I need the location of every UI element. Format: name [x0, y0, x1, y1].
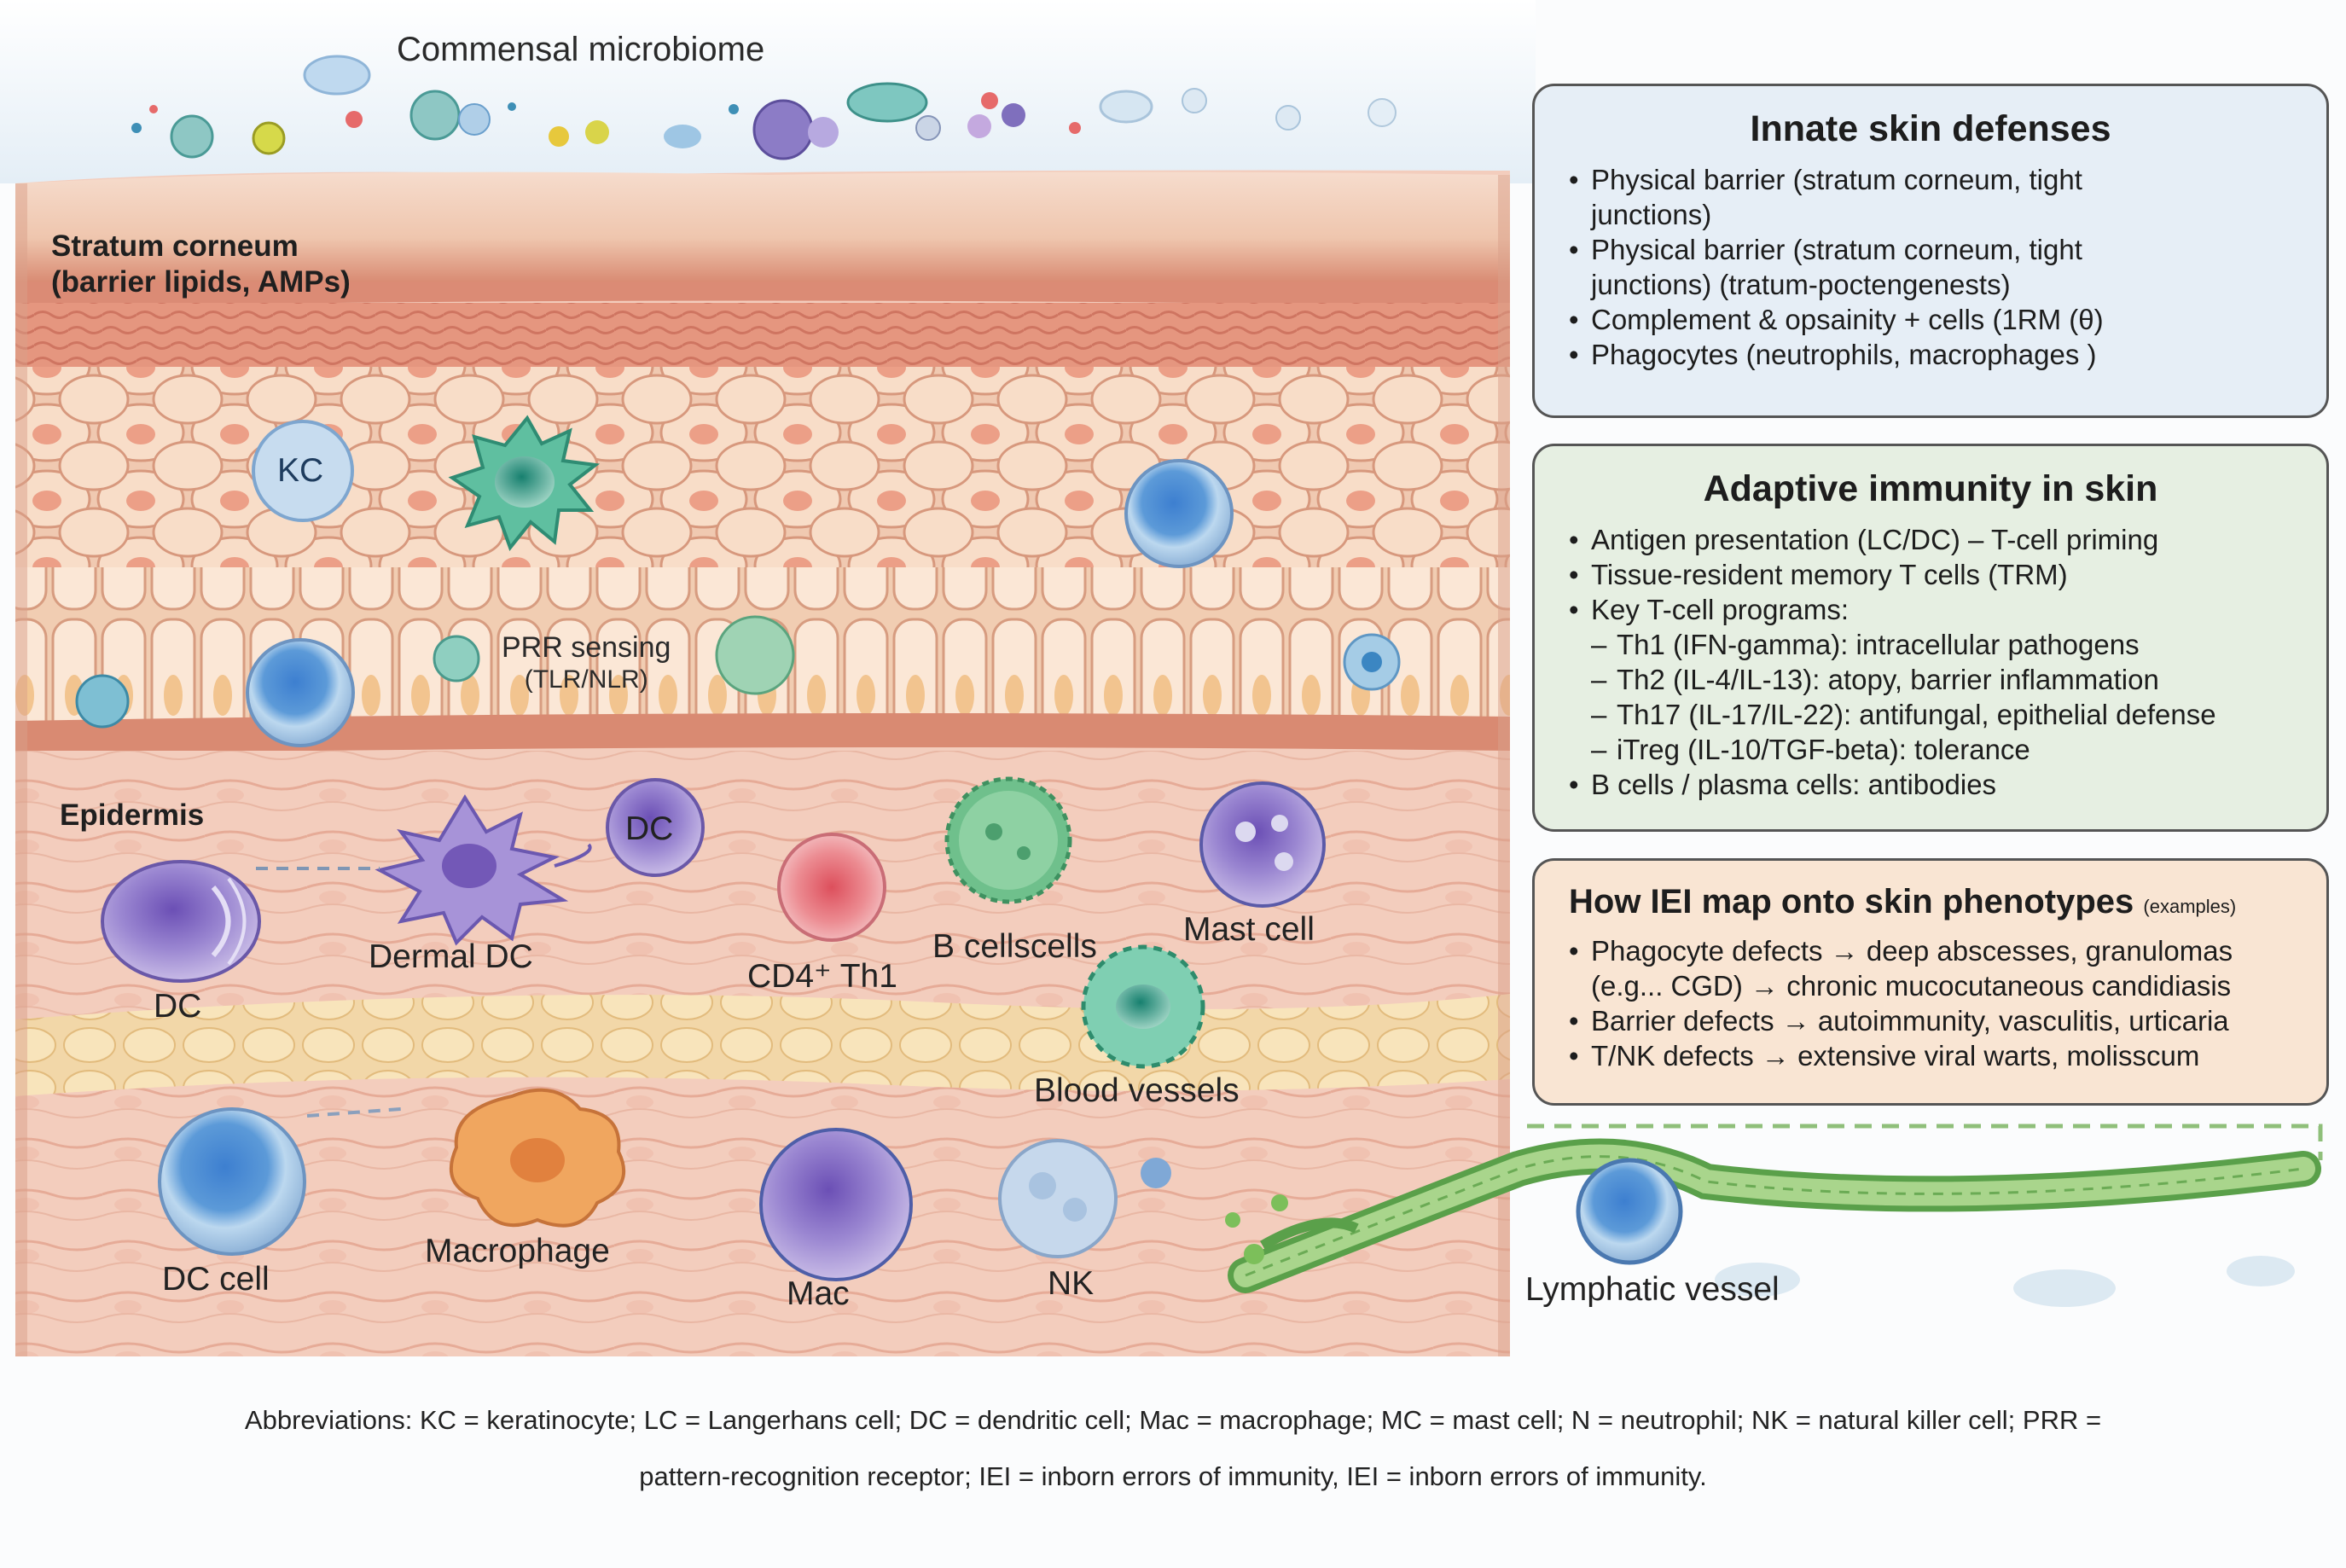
panel-list-item: Key T-cell programs:	[1569, 592, 2292, 627]
panel-item-text: Phagocyte defects → deep abscesses, gran…	[1591, 935, 2233, 967]
iei-phenotypes-panel: How IEI map onto skin phenotypes (exampl…	[1532, 858, 2329, 1106]
macrophage-label: Macrophage	[425, 1233, 610, 1269]
panel-list-item: Th1 (IFN-gamma): intracellular pathogens	[1569, 627, 2292, 662]
dermal-dc-label: Dermal DC	[369, 938, 533, 975]
panel-list-item: T/NK defects → extensive viral warts, mo…	[1569, 1038, 2292, 1073]
small-dc-icon	[606, 778, 705, 877]
abbreviations-line-1: Abbreviations: KC = keratinocyte; LC = L…	[244, 1405, 2102, 1435]
nk-label: NK	[1048, 1265, 1095, 1302]
dermal-dc-icon	[256, 794, 592, 946]
panel-item-text: Barrier defects → autoimmunity, vasculit…	[1591, 1005, 2229, 1037]
nk-cell-icon	[998, 1139, 1171, 1258]
panel-list-item: Physical barrier (stratum corneum, tight…	[1569, 232, 2292, 302]
panel-list-item: Antigen presentation (LC/DC) – T-cell pr…	[1569, 522, 2292, 557]
innate-panel-list: Physical barrier (stratum corneum, tight…	[1569, 162, 2292, 372]
cd4-th1-cell-icon	[777, 833, 886, 942]
iei-panel-title-note: (examples)	[2143, 896, 2237, 917]
panel-item-text: B cells / plasma cells: antibodies	[1591, 769, 1997, 800]
panel-list-item: Th17 (IL-17/IL-22): antifungal, epitheli…	[1569, 697, 2292, 732]
innate-defenses-panel: Innate skin defenses Physical barrier (s…	[1532, 84, 2329, 418]
panel-list-item: Phagocytes (neutrophils, macrophages )	[1569, 337, 2292, 372]
panel-item-continuation: junctions)	[1591, 199, 1712, 230]
langerhans-cell-icon	[448, 415, 601, 552]
panel-item-continuation: (e.g... CGD) → chronic mucocutaneous can…	[1591, 970, 2232, 1002]
mast-cell-label: Mast cell	[1183, 911, 1315, 948]
microbiome-label: Commensal microbiome	[397, 31, 765, 68]
lymphatic-vessel-label: Lymphatic vessel	[1525, 1271, 1780, 1308]
adaptive-immunity-panel: Adaptive immunity in skin Antigen presen…	[1532, 444, 2329, 832]
panel-list-item: Tissue-resident memory T cells (TRM)	[1569, 557, 2292, 592]
panel-item-text: Tissue-resident memory T cells (TRM)	[1591, 559, 2068, 590]
panel-item-text: Phagocytes (neutrophils, macrophages )	[1591, 339, 2097, 370]
granular-layer	[15, 303, 1510, 371]
panel-list-item: Th2 (IL-4/IL-13): atopy, barrier inflamm…	[1569, 662, 2292, 697]
resident-t-cell-icon	[1124, 459, 1234, 568]
dc-cell-icon	[101, 860, 261, 983]
iei-panel-title: How IEI map onto skin phenotypes (exampl…	[1569, 883, 2237, 920]
panel-item-text: iTreg (IL-10/TGF-beta): tolerance	[1617, 734, 2030, 765]
b-cell-icon	[944, 776, 1072, 904]
prr-microbe-icon	[75, 615, 1401, 729]
adaptive-panel-list: Antigen presentation (LC/DC) – T-cell pr…	[1569, 522, 2292, 802]
abbreviations-footnote: Abbreviations: KC = keratinocyte; LC = L…	[43, 1392, 2303, 1505]
microbiome-background	[0, 0, 1536, 183]
panel-list-item: iTreg (IL-10/TGF-beta): tolerance	[1569, 732, 2292, 767]
lymphatic-vessel-icon	[1225, 1124, 2323, 1307]
panel-list-item: B cells / plasma cells: antibodies	[1569, 767, 2292, 802]
stratum-corneum-label: Stratum corneum (barrier lipids, AMPs)	[51, 229, 351, 299]
b-cells-label: B cellscells	[932, 928, 1097, 965]
prr-sensing-label: PRR sensing (TLR/NLR)	[502, 631, 671, 694]
panel-list-item: Complement & opsainity + cells (1RM (θ)	[1569, 302, 2292, 337]
microbe-cluster	[131, 55, 1397, 160]
dc-small-label: DC	[625, 810, 674, 847]
mast-cell-icon	[1199, 781, 1326, 908]
cd4-th1-label: CD4⁺ Th1	[747, 958, 897, 995]
panel-item-text: Th2 (IL-4/IL-13): atopy, barrier inflamm…	[1617, 664, 2159, 695]
basement-membrane	[15, 713, 1510, 755]
panel-item-text: Antigen presentation (LC/DC) – T-cell pr…	[1591, 524, 2159, 555]
basal-immune-cell-icon	[246, 638, 355, 747]
panel-list-item: Barrier defects → autoimmunity, vasculit…	[1569, 1003, 2292, 1038]
spinous-layer	[15, 367, 1510, 580]
epidermis-label: Epidermis	[60, 799, 205, 832]
abbreviations-line-2: pattern-recognition receptor; IEI = inbo…	[639, 1461, 1707, 1491]
mac-label: Mac	[787, 1275, 850, 1312]
panel-item-text: Th17 (IL-17/IL-22): antifungal, epitheli…	[1617, 699, 2216, 730]
macrophage-icon	[449, 1088, 626, 1228]
panel-list-item: Phagocyte defects → deep abscesses, gran…	[1569, 933, 2292, 1003]
blood-vessels-label: Blood vessels	[1034, 1072, 1240, 1109]
adaptive-panel-title: Adaptive immunity in skin	[1703, 468, 2158, 509]
mac-cell-icon	[759, 1128, 913, 1281]
blood-vessel-cell-icon	[1081, 944, 1205, 1069]
panel-item-text: Complement & opsainity + cells (1RM (θ)	[1591, 304, 2104, 335]
kc-label: KC	[277, 452, 324, 489]
stratum-corneum-layer	[15, 171, 1510, 282]
panel-list-item: Physical barrier (stratum corneum, tight…	[1569, 162, 2292, 232]
panel-item-continuation: junctions) (tratum-poctengenests)	[1591, 269, 2011, 300]
innate-panel-title: Innate skin defenses	[1750, 108, 2111, 149]
iei-panel-list: Phagocyte defects → deep abscesses, gran…	[1569, 933, 2292, 1073]
dc-cell-lower-icon	[158, 1107, 306, 1256]
panel-item-text: Th1 (IFN-gamma): intracellular pathogens	[1617, 629, 2140, 660]
dc-cell-label: DC cell	[162, 1261, 270, 1298]
panel-item-text: Physical barrier (stratum corneum, tight	[1591, 234, 2082, 265]
panel-item-text: Key T-cell programs:	[1591, 594, 1849, 625]
panel-item-text: Physical barrier (stratum corneum, tight	[1591, 164, 2082, 195]
panel-item-text: T/NK defects → extensive viral warts, mo…	[1591, 1040, 2200, 1071]
kc-cell	[252, 420, 354, 522]
dc-left-label: DC	[154, 988, 202, 1025]
